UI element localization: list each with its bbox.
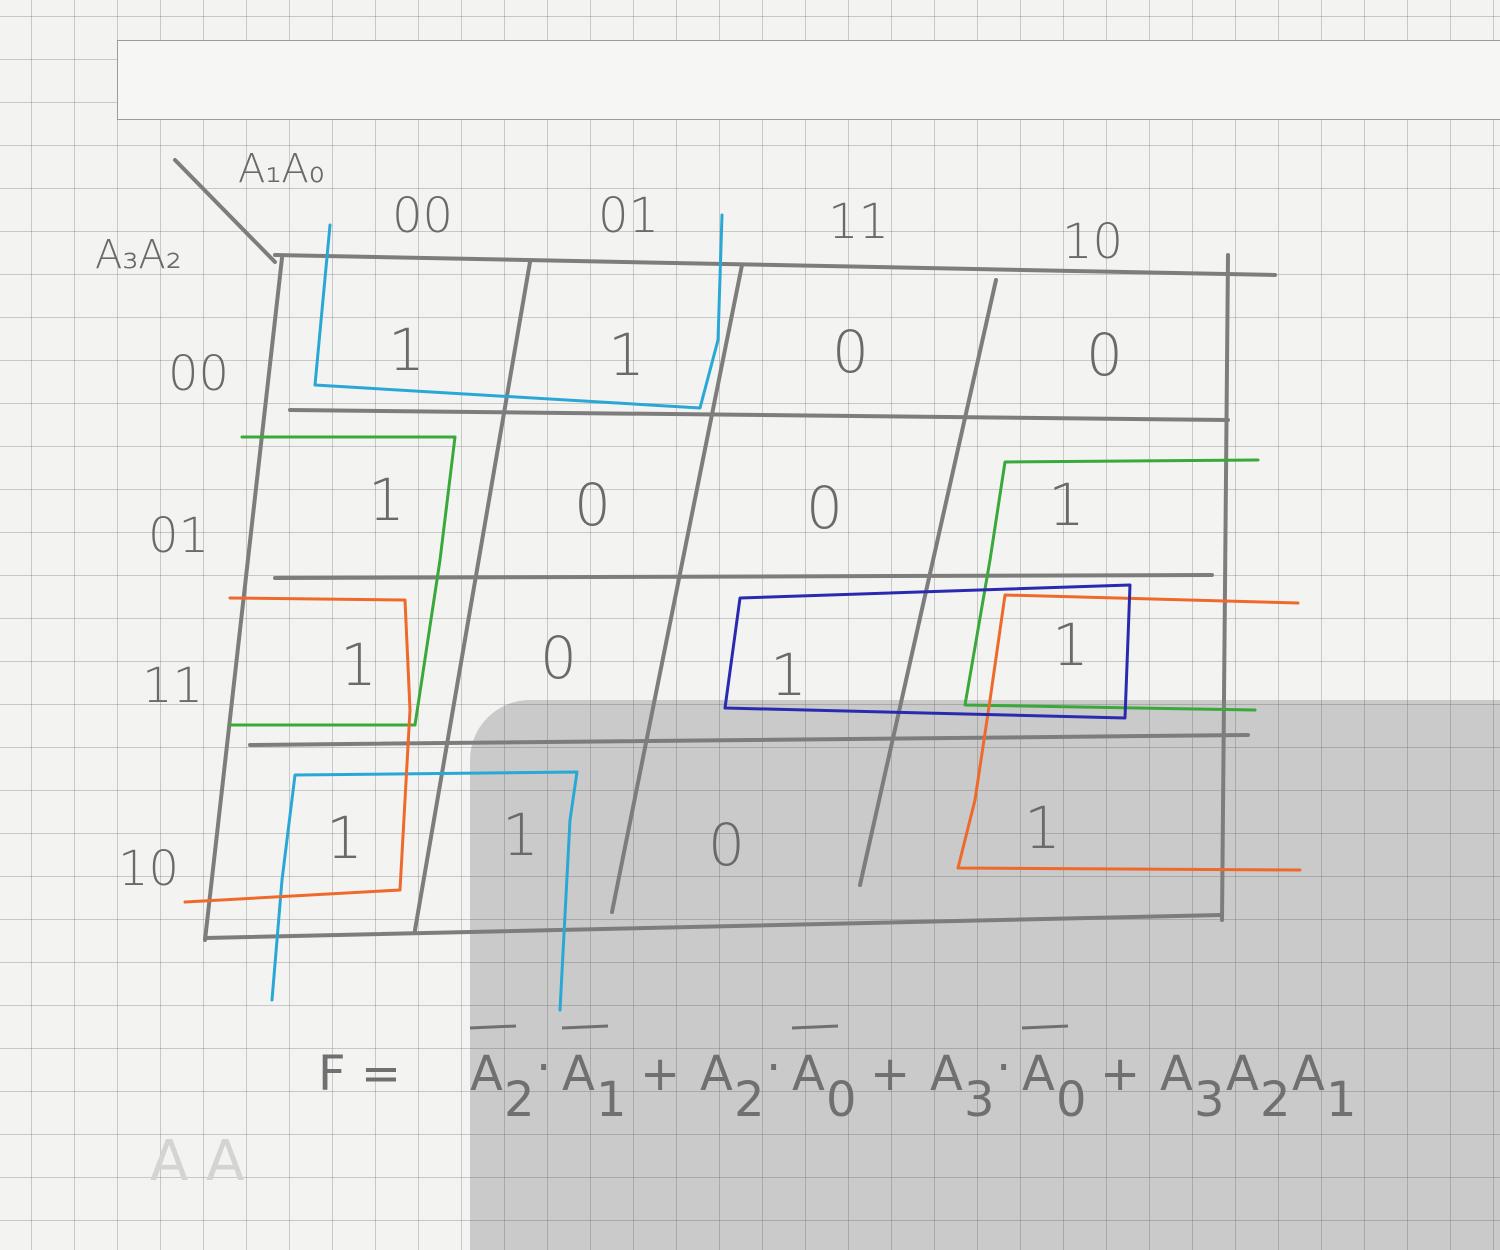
group-loop-cyan-top [313, 213, 724, 410]
cell-r00-c00: 1 [388, 316, 425, 384]
equation-dot: · [536, 1040, 551, 1096]
equation-variable-2: A [792, 1046, 825, 1102]
equation-variable-2: A [1022, 1046, 1055, 1102]
equation-overbar [791, 1024, 839, 1030]
equation-subscript: 1 [596, 1072, 627, 1128]
equation-variable-2: A [1292, 1046, 1325, 1102]
col-header-01: 01 [598, 188, 659, 244]
map-row-line-3 [248, 733, 1250, 747]
cell-r01-c11: 0 [806, 474, 843, 542]
cell-r01-c10: 1 [1048, 471, 1085, 539]
cell-r11-c10: 1 [1052, 611, 1089, 679]
cell-r01-c01: 0 [574, 471, 611, 539]
equation-overbar [561, 1024, 609, 1030]
group-loop-orange-left [183, 596, 412, 904]
equation-subscript: 3 [1194, 1072, 1225, 1128]
cell-r00-c11: 0 [832, 318, 869, 386]
group-loop-orange-right [956, 593, 1302, 872]
equation-overbar [469, 1024, 517, 1030]
cell-r00-c01: 1 [608, 321, 645, 389]
cell-r11-c00: 1 [340, 631, 377, 699]
equation-subscript: 0 [1056, 1072, 1087, 1128]
paper-header-strip [117, 40, 1500, 120]
map-corner-diagonal [173, 158, 277, 264]
equation-subscript: 2 [1260, 1072, 1291, 1128]
equation-subscript: 3 [964, 1072, 995, 1128]
equation-dot: · [766, 1040, 781, 1096]
equation-variable-0: A [470, 1046, 503, 1102]
equation-subscript: 1 [1326, 1072, 1357, 1128]
photo-shadow [470, 700, 1500, 1250]
equation-variable-0: A [1160, 1046, 1193, 1102]
equation-variable-2: A [562, 1046, 595, 1102]
row-header-00: 00 [168, 346, 229, 402]
map-grid-lines [173, 158, 1277, 942]
map-col-line-3 [858, 278, 998, 887]
equation-plus: + [640, 1046, 680, 1102]
equation-dot: · [996, 1040, 1011, 1096]
row-header-10: 10 [118, 841, 179, 897]
cell-r11-c11: 1 [770, 641, 807, 709]
equation-variable-1: A [1226, 1046, 1259, 1102]
faint-scribble: A A [150, 1129, 244, 1194]
col-header-10: 10 [1062, 214, 1123, 270]
row-header-01: 01 [148, 508, 209, 564]
col-header-00: 00 [392, 188, 453, 244]
equation-plus: + [870, 1046, 910, 1102]
map-col-line-2 [610, 263, 744, 914]
col-header-11: 11 [828, 194, 889, 250]
equation-subscript: 0 [826, 1072, 857, 1128]
cell-r10-c00: 1 [326, 804, 363, 872]
equation-lhs: F = [318, 1046, 401, 1102]
equation-variable-0: A [700, 1046, 733, 1102]
group-loop-green-right [963, 458, 1260, 712]
equation-subscript: 2 [504, 1072, 535, 1128]
equation-variable-0: A [930, 1046, 963, 1102]
group-loop-cyan-bottom [270, 770, 579, 1012]
map-row-line-2 [273, 573, 1214, 580]
cell-r00-c10: 0 [1086, 321, 1123, 389]
equation-overbar [1021, 1024, 1069, 1030]
equation-plus: + [1100, 1046, 1140, 1102]
map-row-line-bottom [203, 913, 1224, 940]
cell-r10-c11: 0 [708, 811, 745, 879]
map-col-line-1 [413, 260, 532, 932]
cell-r11-c01: 0 [540, 624, 577, 692]
row-variable-label: A₃A₂ [95, 232, 182, 278]
group-loop-blue [723, 583, 1132, 720]
col-variable-label: A₁A₀ [238, 146, 325, 192]
map-row-line-1 [288, 408, 1230, 422]
row-header-11: 11 [142, 658, 203, 714]
cell-r01-c00: 1 [368, 466, 405, 534]
cell-r10-c10: 1 [1024, 794, 1061, 862]
group-loop-green-left [228, 435, 457, 727]
map-row-line-top [273, 253, 1277, 277]
cell-r10-c01: 1 [502, 801, 539, 869]
map-col-line-right [1220, 253, 1230, 922]
equation-subscript: 2 [734, 1072, 765, 1128]
